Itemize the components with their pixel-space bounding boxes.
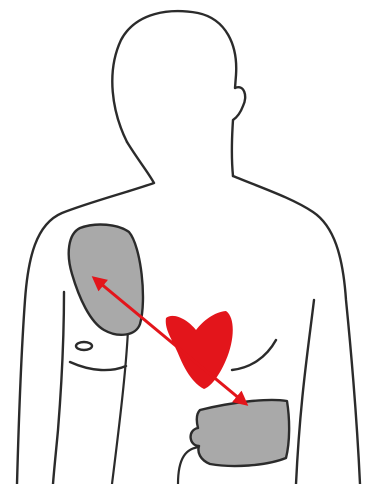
right-chest-line: [232, 340, 276, 370]
defibrillator-pad-lower-icon: [191, 400, 290, 466]
left-torso-side-outline: [53, 292, 64, 484]
pad-cable-upper: [112, 330, 128, 484]
defibrillator-pad-upper-icon: [69, 225, 143, 335]
right-torso-side-outline: [296, 300, 314, 484]
pad-cable-lower: [178, 447, 200, 484]
heart-icon: [166, 311, 233, 389]
nipple-mark: [76, 342, 92, 350]
left-chest-line: [70, 362, 126, 370]
